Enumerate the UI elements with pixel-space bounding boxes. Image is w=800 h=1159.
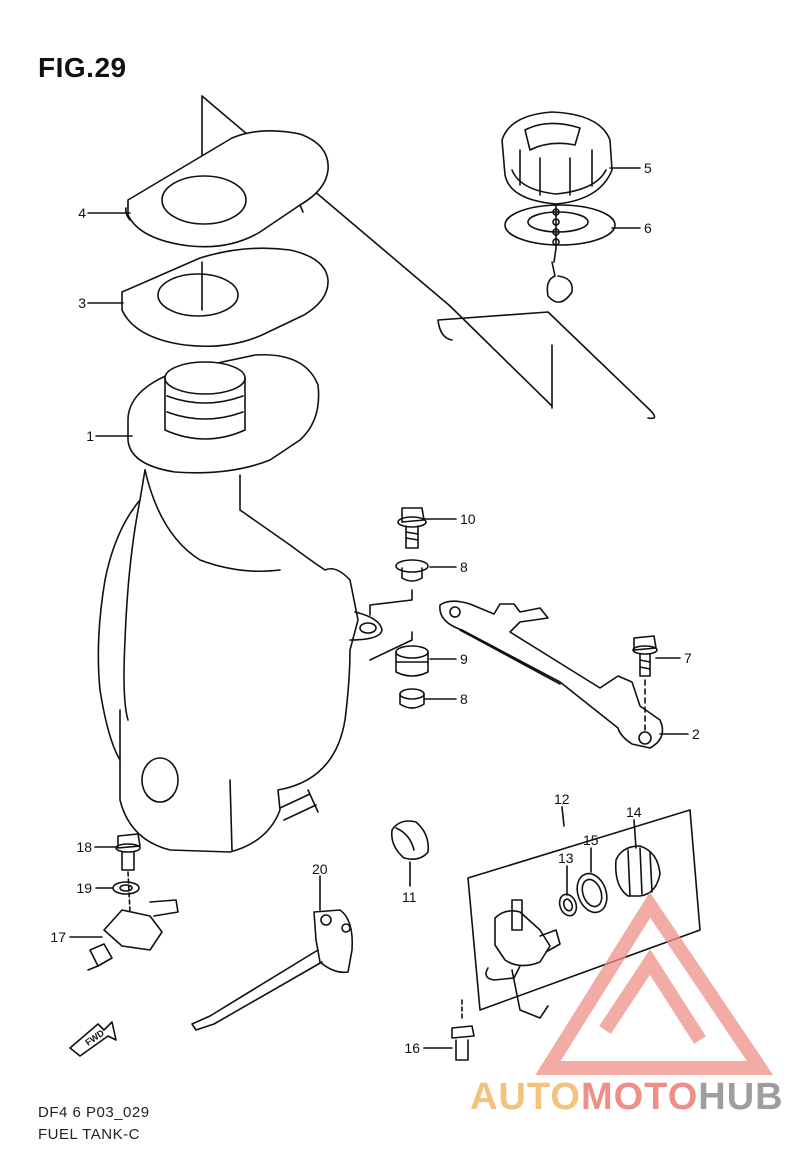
fwd-arrow	[69, 1021, 117, 1057]
callout-2: 2	[692, 726, 700, 742]
mount-leader-lower	[369, 631, 413, 661]
retaining-chain	[437, 204, 656, 420]
part-10-bolt	[397, 507, 427, 549]
part-11-knob	[390, 820, 430, 860]
callout-4: 4	[78, 205, 86, 221]
callout-18: 18	[76, 839, 92, 855]
callout-10: 10	[460, 511, 476, 527]
part-9-grommet	[395, 645, 429, 677]
part-13-washer	[558, 893, 578, 917]
part-8-collar-upper	[395, 559, 429, 582]
figure-name: FUEL TANK-C	[38, 1126, 140, 1143]
callout-11: 11	[402, 889, 417, 905]
part-2-bracket	[439, 600, 664, 749]
callout-15: 15	[583, 832, 599, 848]
callout-20: 20	[312, 861, 328, 877]
watermark-part3: HUB	[698, 1076, 784, 1118]
part-19-washer	[112, 881, 140, 895]
watermark-logo	[535, 892, 774, 1075]
figure-title: FIG.29	[38, 52, 127, 83]
callout-13: 13	[558, 850, 574, 866]
callout-leaders	[69, 167, 689, 1049]
callout-6: 6	[644, 220, 652, 236]
callout-17: 17	[50, 929, 66, 945]
figure-code: DF4 6 P03_029	[38, 1104, 150, 1121]
callout-9: 9	[460, 651, 468, 667]
callout-5: 5	[644, 160, 652, 176]
part-3-gasket	[121, 247, 329, 348]
part-4-seal-plate	[125, 130, 329, 248]
watermark-part2: MOTO	[580, 1076, 699, 1118]
callout-19: 19	[76, 880, 92, 896]
part-20-lever	[191, 875, 354, 1031]
part-12-cock-assembly-frame	[467, 809, 701, 1011]
part-17-joint	[87, 871, 179, 971]
part-18-bolt	[115, 833, 141, 871]
watermark-part1: AUTO	[470, 1076, 581, 1118]
mount-leader-upper	[369, 589, 413, 616]
part-6-cap-gasket	[504, 204, 616, 246]
fuel-cock-body	[461, 899, 561, 1019]
callout-14: 14	[626, 804, 642, 820]
leader-line-top	[201, 95, 451, 307]
callout-7: 7	[684, 650, 692, 666]
callout-8-upper: 8	[460, 559, 468, 575]
part-16-screw	[451, 1025, 475, 1061]
callout-8-lower: 8	[460, 691, 468, 707]
callout-16: 16	[404, 1040, 420, 1056]
part-14-filter-cup	[614, 845, 661, 897]
part-7-bolt	[632, 635, 658, 731]
part-8-collar-lower	[399, 688, 425, 709]
watermark-text: AUTOMOTOHUB	[470, 1076, 784, 1119]
part-15-o-ring	[576, 872, 608, 914]
callout-3: 3	[78, 295, 86, 311]
callout-12: 12	[554, 791, 570, 807]
part-5-fuel-cap	[501, 111, 613, 205]
callout-1: 1	[86, 428, 94, 444]
part-1-fuel-tank	[97, 353, 383, 853]
